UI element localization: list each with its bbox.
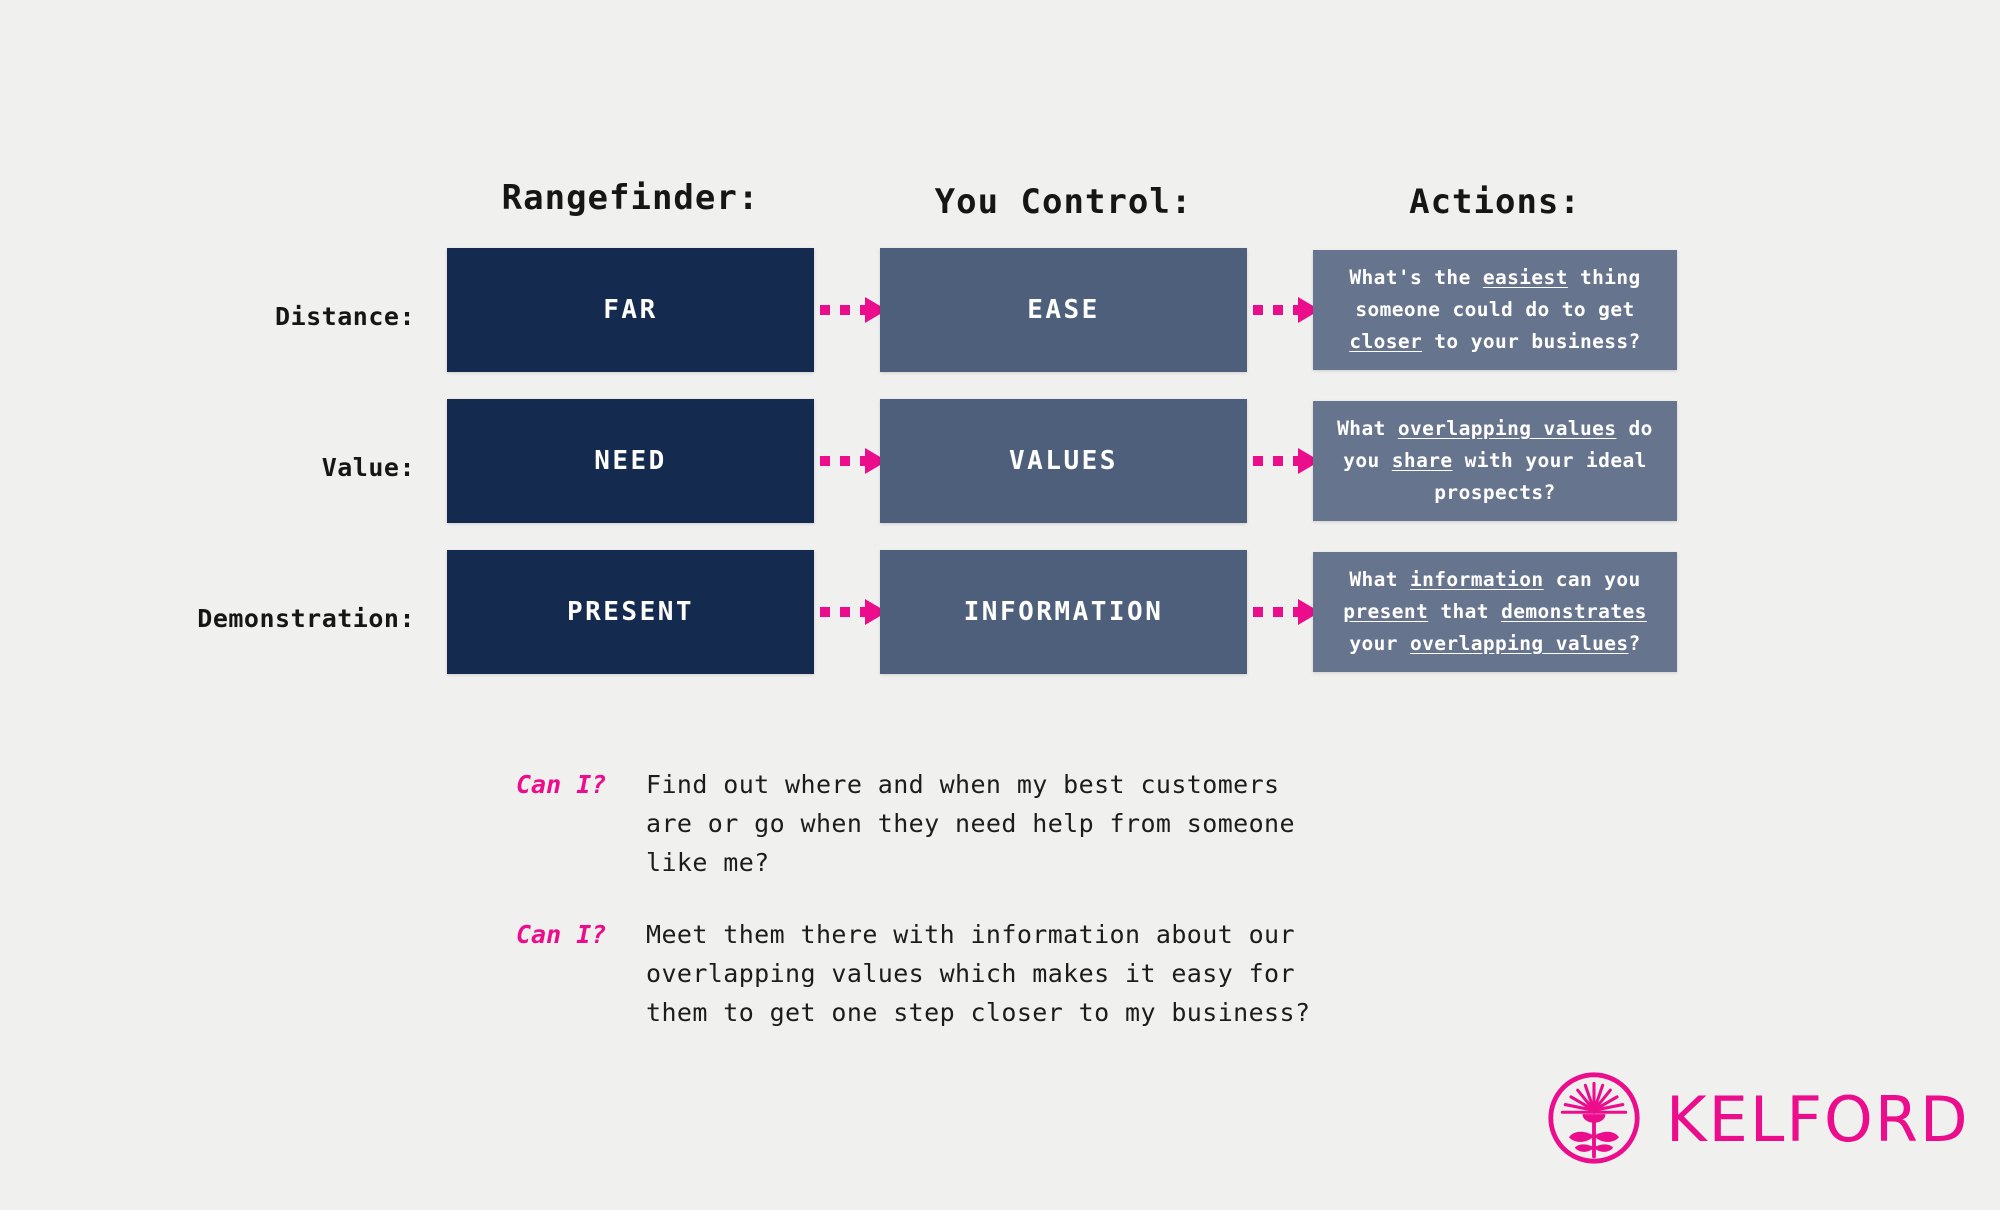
column-header-you-control: You Control: bbox=[934, 182, 1193, 222]
control-box-information: INFORMATION bbox=[880, 550, 1247, 674]
control-box-label: INFORMATION bbox=[963, 597, 1164, 627]
arrow-connector-row0-a bbox=[820, 297, 887, 323]
can-i-tag: Can I? bbox=[516, 770, 607, 799]
action-box-text: What information can you present that de… bbox=[1343, 568, 1647, 655]
control-box-values: VALUES bbox=[880, 399, 1247, 523]
control-box-ease: EASE bbox=[880, 248, 1247, 372]
dotted-line bbox=[820, 607, 866, 617]
dotted-line bbox=[1253, 305, 1299, 315]
stage-box-label: FAR bbox=[603, 295, 658, 325]
stage-box-far: FAR bbox=[447, 248, 814, 372]
dotted-line bbox=[820, 305, 866, 315]
control-box-label: EASE bbox=[1027, 295, 1100, 325]
row-label-demonstration: Demonstration: bbox=[197, 604, 415, 633]
flower-circle-icon bbox=[1546, 1070, 1642, 1170]
kelford-logo: KELFORD bbox=[1546, 1070, 1970, 1170]
action-box-value: What overlapping values do you share wit… bbox=[1313, 401, 1677, 521]
action-box-demonstration: What information can you present that de… bbox=[1313, 552, 1677, 672]
action-box-text: What's the easiest thing someone could d… bbox=[1349, 266, 1641, 353]
can-i-tag: Can I? bbox=[516, 920, 607, 949]
question-text: Meet them there with information about o… bbox=[646, 920, 1311, 1027]
column-header-actions: Actions: bbox=[1409, 182, 1581, 222]
stage-box-present: PRESENT bbox=[447, 550, 814, 674]
question-text: Find out where and when my best customer… bbox=[646, 770, 1295, 877]
action-box-distance: What's the easiest thing someone could d… bbox=[1313, 250, 1677, 370]
question-block-2: Can I? Meet them there with information … bbox=[516, 915, 1310, 1032]
row-label-distance: Distance: bbox=[275, 302, 415, 331]
arrow-connector-row1-a bbox=[820, 448, 887, 474]
arrow-connector-row1-b bbox=[1253, 448, 1320, 474]
arrow-connector-row0-b bbox=[1253, 297, 1320, 323]
arrow-connector-row2-b bbox=[1253, 599, 1320, 625]
kelford-wordmark: KELFORD bbox=[1666, 1083, 1970, 1156]
arrow-connector-row2-a bbox=[820, 599, 887, 625]
stage-box-need: NEED bbox=[447, 399, 814, 523]
stage-box-label: NEED bbox=[594, 446, 667, 476]
column-header-rangefinder: Rangefinder: bbox=[501, 178, 760, 218]
dotted-line bbox=[1253, 456, 1299, 466]
action-box-text: What overlapping values do you share wit… bbox=[1337, 417, 1653, 504]
question-block-1: Can I? Find out where and when my best c… bbox=[516, 765, 1295, 882]
stage-box-label: PRESENT bbox=[566, 597, 695, 627]
dotted-line bbox=[820, 456, 866, 466]
control-box-label: VALUES bbox=[1009, 446, 1118, 476]
row-label-value: Value: bbox=[321, 453, 415, 482]
dotted-line bbox=[1253, 607, 1299, 617]
